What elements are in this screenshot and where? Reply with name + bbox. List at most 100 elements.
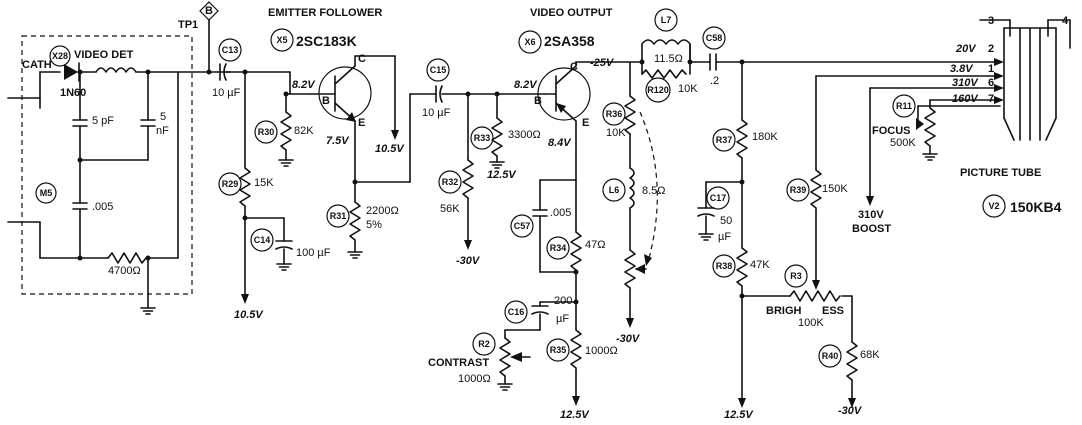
- r11-ref: R11: [896, 101, 912, 111]
- v-minus30-a: -30V: [456, 255, 481, 267]
- r11-name: FOCUS: [872, 125, 911, 137]
- r33-ref: R33: [474, 133, 491, 143]
- tube-pin-1-voltage: 3.8V: [950, 63, 974, 75]
- title-picture-tube: PICTURE TUBE: [960, 167, 1041, 179]
- c57-value: .005: [550, 207, 571, 219]
- r36-value: 10K: [606, 127, 626, 139]
- title-video-output: VIDEO OUTPUT: [530, 7, 613, 19]
- x5-emitter-e: E: [358, 117, 365, 129]
- r2-name: CONTRAST: [428, 357, 489, 369]
- r120-ref: R120: [647, 85, 669, 95]
- x28-ref: X28: [52, 51, 68, 61]
- r38-value: 47K: [750, 259, 770, 271]
- m5-marker: [35, 182, 57, 204]
- tube-pin-4: 4: [1062, 15, 1069, 27]
- c15-ref: C15: [430, 65, 447, 75]
- tube-pin-2-voltage: 20V: [955, 43, 977, 55]
- c14-ref: C14: [254, 235, 271, 245]
- c16-ref: C16: [508, 307, 525, 317]
- v-12v5-c: 12.5V: [724, 409, 754, 421]
- r32-value: 56K: [440, 203, 460, 215]
- tp1-label: TP1: [178, 19, 198, 31]
- r30-value: 82K: [294, 125, 314, 137]
- v-310-boost-b: BOOST: [852, 223, 891, 235]
- c17-value-a: 50: [720, 215, 732, 227]
- r39-value: 150K: [822, 183, 848, 195]
- inductor-l6: [629, 167, 635, 209]
- x6-emitter-e: E: [582, 117, 589, 129]
- r37-value: 180K: [752, 131, 778, 143]
- r35-ref: R35: [550, 345, 567, 355]
- v2-part: 150KB4: [1010, 199, 1062, 215]
- detector-inductor: [95, 67, 137, 73]
- v-minus30-c: -30V: [838, 405, 863, 417]
- x6-ref: X6: [524, 37, 535, 47]
- r120-value: 10K: [678, 83, 698, 95]
- test-point-b-label: B: [205, 5, 213, 17]
- c13-value: 10 µF: [212, 87, 241, 99]
- c15-value: 10 µF: [422, 107, 451, 119]
- tube-pin-6: 6: [988, 77, 994, 89]
- inductor-l7: [641, 39, 691, 63]
- r11-value: 500K: [890, 137, 916, 149]
- r32-ref: R32: [442, 177, 459, 187]
- r3-name-b: ESS: [822, 305, 844, 317]
- diode-part: 1N60: [60, 87, 86, 99]
- c16-value-a: 200: [554, 295, 572, 307]
- video-detector-module-box: [21, 35, 193, 295]
- tube-pin-7: 7: [988, 93, 994, 105]
- x6-base-b: B: [534, 95, 542, 107]
- cap-5nf-label-b: nF: [156, 125, 169, 137]
- l7-value: 11.5Ω: [654, 53, 683, 65]
- r3-name-a: BRIGH: [766, 305, 802, 317]
- v-310-boost-a: 310V: [858, 209, 884, 221]
- v-12v5-b: 12.5V: [560, 409, 590, 421]
- c17-ref: C17: [710, 193, 727, 203]
- r29-value: 15K: [254, 177, 274, 189]
- tube-pin-6-voltage: 310V: [952, 77, 979, 89]
- v-minus25: -25V: [590, 57, 615, 69]
- title-emitter-follower: EMITTER FOLLOWER: [268, 7, 382, 19]
- r34-value: 47Ω: [585, 239, 605, 251]
- l6-ref: L6: [609, 185, 620, 195]
- m5-ref: M5: [40, 188, 53, 198]
- v-8v4: 8.4V: [548, 137, 572, 149]
- r29-ref: R29: [222, 179, 239, 189]
- tube-pin-1: 1: [988, 63, 994, 75]
- r40-ref: R40: [822, 351, 839, 361]
- r31-value-b: 5%: [366, 219, 382, 231]
- v-7v5: 7.5V: [326, 135, 350, 147]
- r33-value: 3300Ω: [508, 129, 541, 141]
- r31-ref: R31: [330, 211, 347, 221]
- resistor-4700: [107, 252, 147, 264]
- x5-ref: X5: [276, 35, 287, 45]
- c57-ref: C57: [514, 221, 531, 231]
- l6-value: 8.5Ω: [642, 185, 666, 197]
- l7-ref: L7: [661, 15, 672, 25]
- r30-ref: R30: [258, 127, 275, 137]
- tube-pin-7-voltage: 160V: [952, 93, 979, 105]
- c17-value-b: µF: [718, 231, 731, 243]
- cap-005-det-label: .005: [92, 201, 113, 213]
- v2-ref: V2: [988, 201, 999, 211]
- tube-pin-3: 3: [988, 15, 994, 27]
- cap-5pf-label: 5 pF: [92, 115, 114, 127]
- v-minus30-b: -30V: [616, 333, 641, 345]
- x5-collector-c: C: [358, 53, 366, 65]
- cathode-label: CATH: [22, 59, 52, 71]
- c16-value-b: µF: [556, 313, 569, 325]
- r3-ref: R3: [790, 271, 802, 281]
- cap-5nf-label-a: 5: [160, 111, 166, 123]
- transistor-x6: [537, 61, 591, 181]
- r31-value-a: 2200Ω: [366, 205, 399, 217]
- c58-value: .2: [710, 75, 719, 87]
- x28-name: VIDEO DET: [74, 49, 134, 61]
- r36-ref: R36: [606, 109, 623, 119]
- x6-collector-c: C: [570, 61, 578, 73]
- c13-ref: C13: [222, 45, 239, 55]
- x5-part: 2SC183K: [296, 33, 357, 49]
- v-10v5-bottom: 10.5V: [234, 309, 264, 321]
- v-12v5-a: 12.5V: [487, 169, 517, 181]
- r39-ref: R39: [790, 185, 807, 195]
